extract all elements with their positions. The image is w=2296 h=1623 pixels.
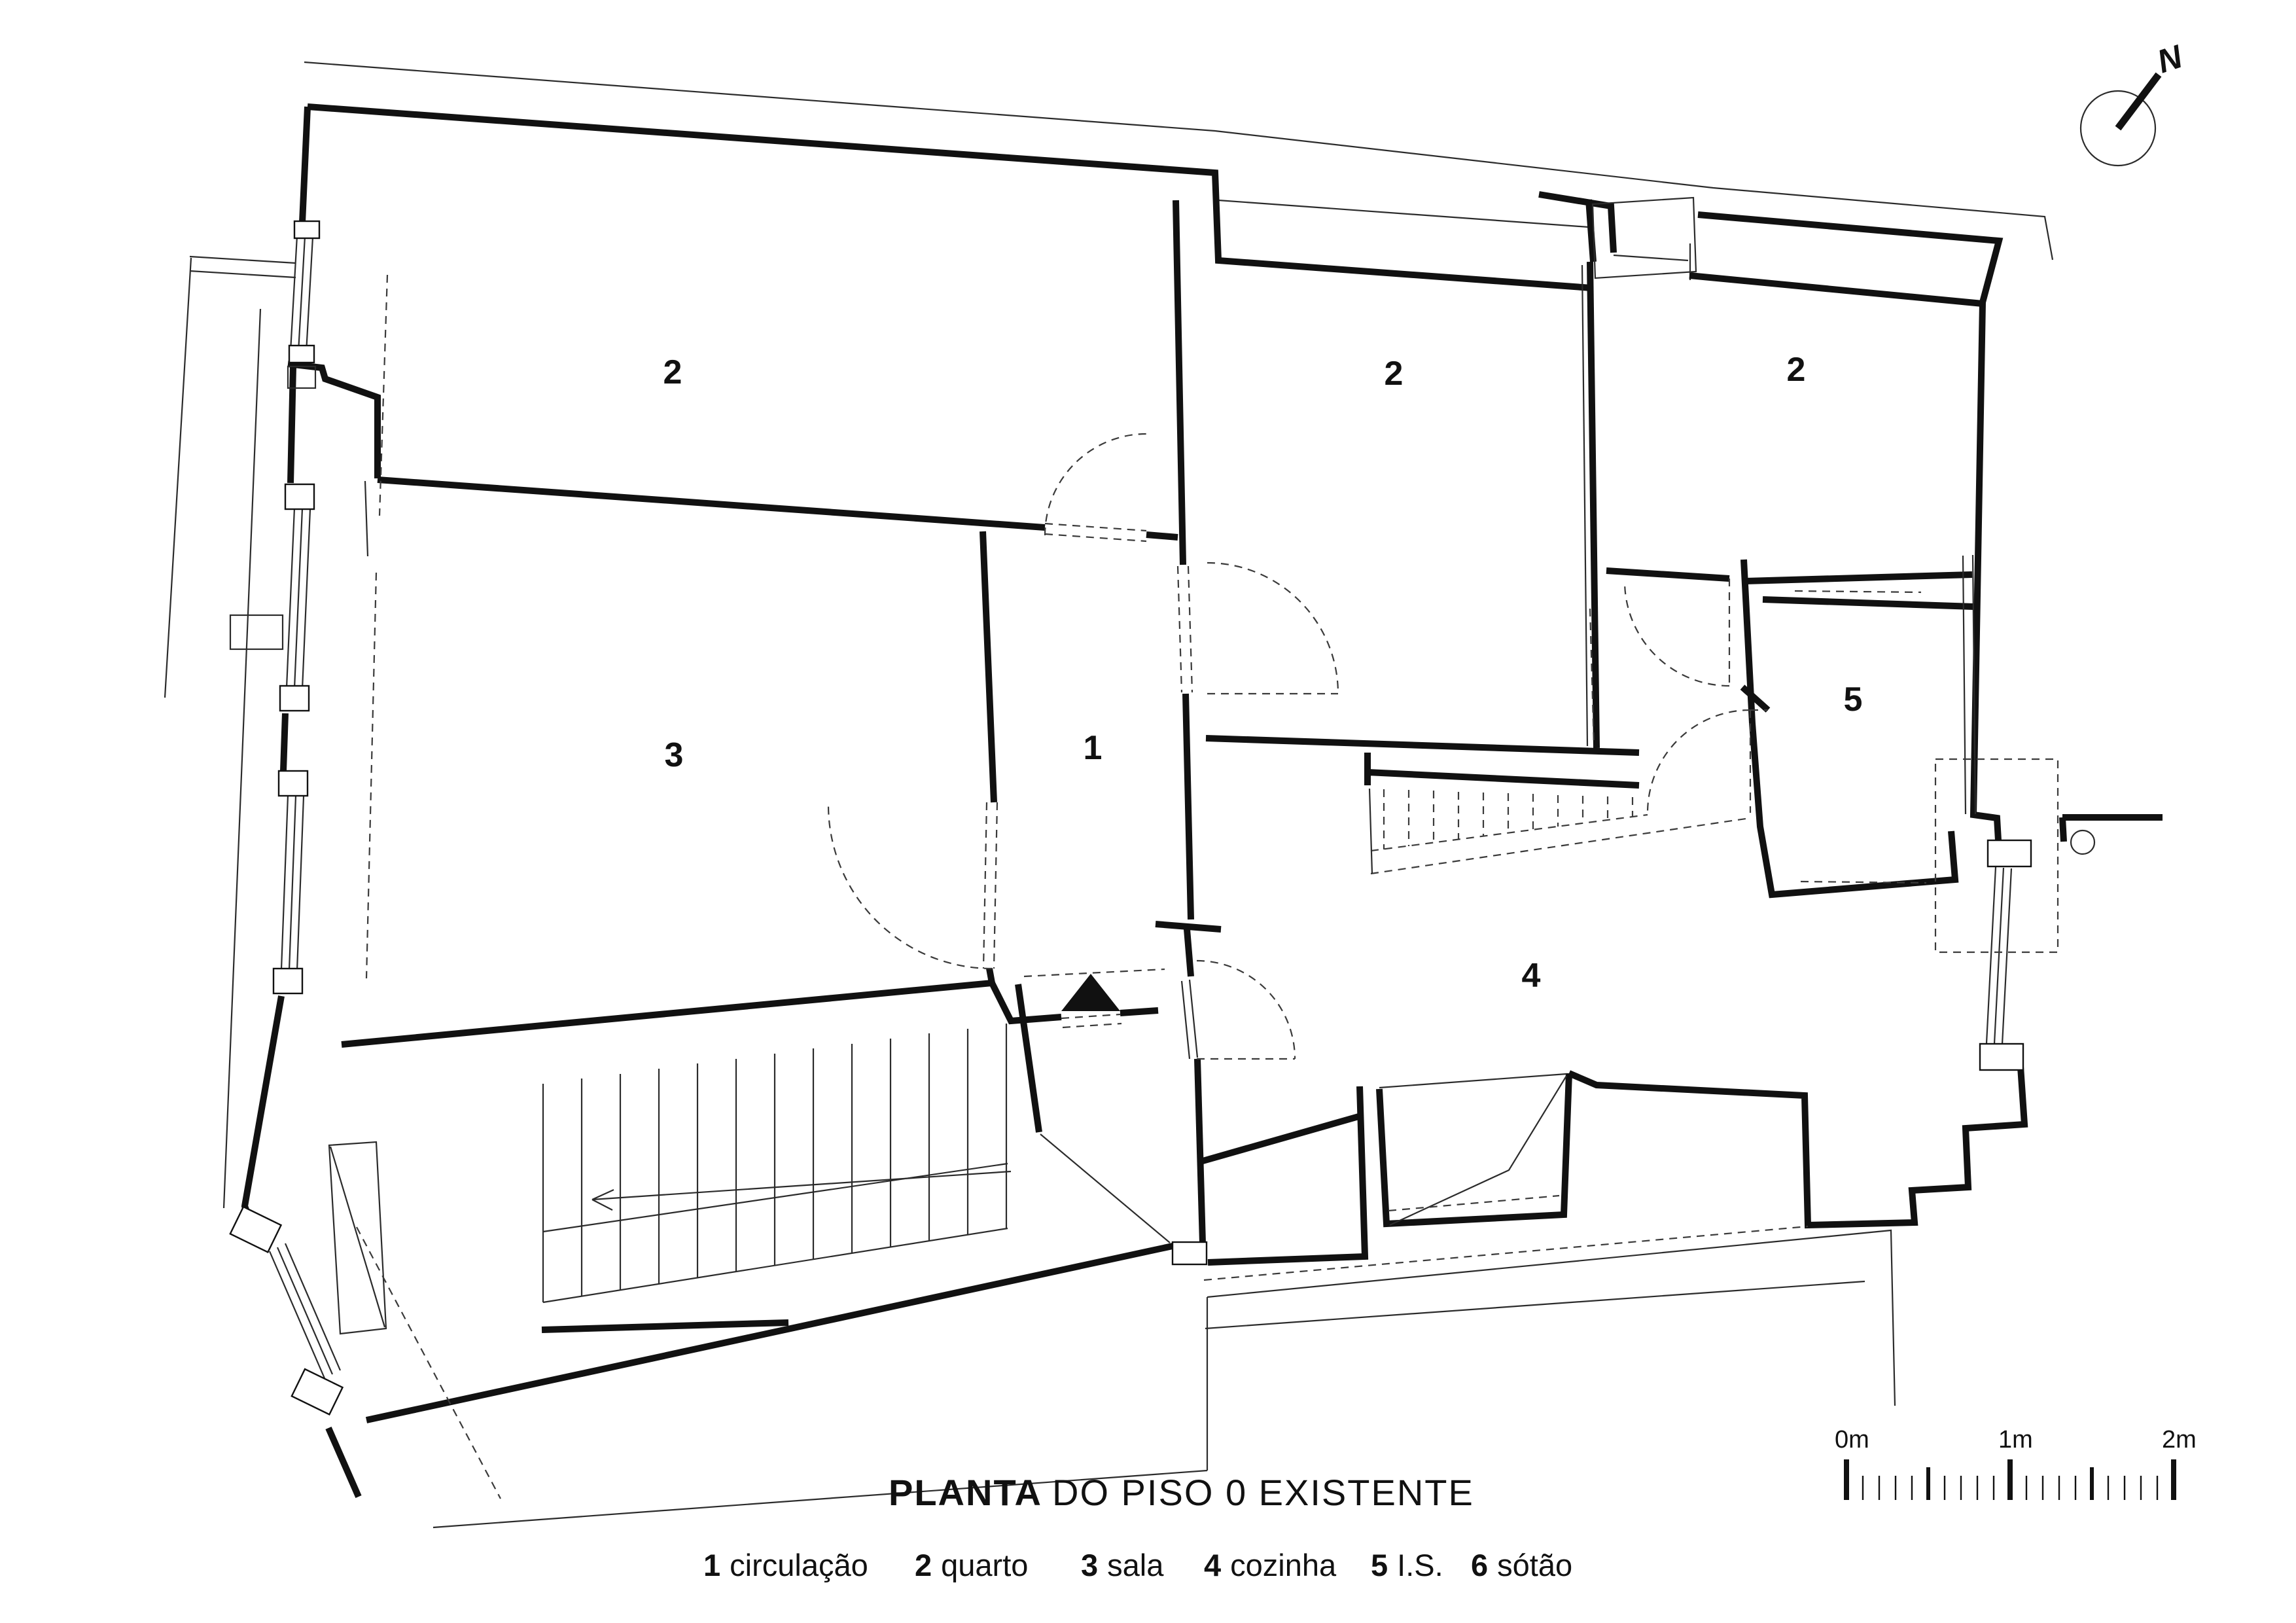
door-arc-bathroom (1646, 709, 1768, 813)
door-arc-room2tl (1044, 433, 1147, 543)
door-arc-landing (1176, 562, 1339, 695)
vestibule-cap (1171, 1241, 1208, 1266)
room-label-living-room: 3 (665, 736, 684, 774)
windows (229, 220, 2032, 1416)
construction-lines (287, 196, 2096, 1529)
window-left-2 (279, 483, 315, 712)
doors-dashed (356, 274, 2059, 1499)
scale-label-1m: 1m (1998, 1426, 2033, 1454)
room-labels: 2 2 2 3 1 5 4 (663, 351, 1863, 995)
window-left-1 (288, 220, 321, 364)
door-arc-bedroom-right (1623, 579, 1731, 687)
projection-lines (356, 274, 1927, 1499)
title-bold: PLANTA (889, 1472, 1042, 1513)
entrance-marker (1061, 974, 1120, 1011)
walls-thick (241, 103, 2163, 1499)
door-arc-room3 (827, 802, 998, 970)
title-rest: DO PISO 0 EXISTENTE (1052, 1472, 1474, 1513)
north-label: N (2153, 38, 2187, 80)
room-label-circulation: 1 (1084, 729, 1103, 767)
entrance-threshold (1023, 968, 1165, 1029)
room-label-bedroom-right: 2 (1787, 351, 1806, 389)
drawing-title: PLANTA DO PISO 0 EXISTENTE (889, 1472, 1474, 1513)
north-circle (2079, 90, 2157, 167)
window-left-3 (272, 770, 309, 995)
room-label-bedroom-top-left: 2 (663, 353, 682, 391)
stair-lower (542, 1024, 1012, 1304)
scale-label-2m: 2m (2162, 1426, 2197, 1454)
property-lines (164, 61, 2054, 1209)
room-label-kitchen: 4 (1522, 957, 1541, 995)
door-arc-kitchen-entry (1196, 959, 1296, 1060)
north-arrow: N (2079, 38, 2187, 167)
scale-label-0m: 0m (1835, 1426, 1869, 1454)
north-needle (2115, 72, 2162, 131)
stair-upper-edge (1368, 788, 1373, 874)
projection-rect-right (1934, 758, 2059, 954)
room-label-bedroom-middle: 2 (1385, 355, 1404, 393)
scale-bar: 0m 1m 2m (1835, 1426, 2197, 1500)
stair-upper-dashed (1370, 789, 1751, 875)
window-right-kitchen (1979, 839, 2032, 1071)
window-left-bottom-diagonal (229, 1205, 344, 1416)
room-label-bathroom: 5 (1844, 681, 1863, 719)
